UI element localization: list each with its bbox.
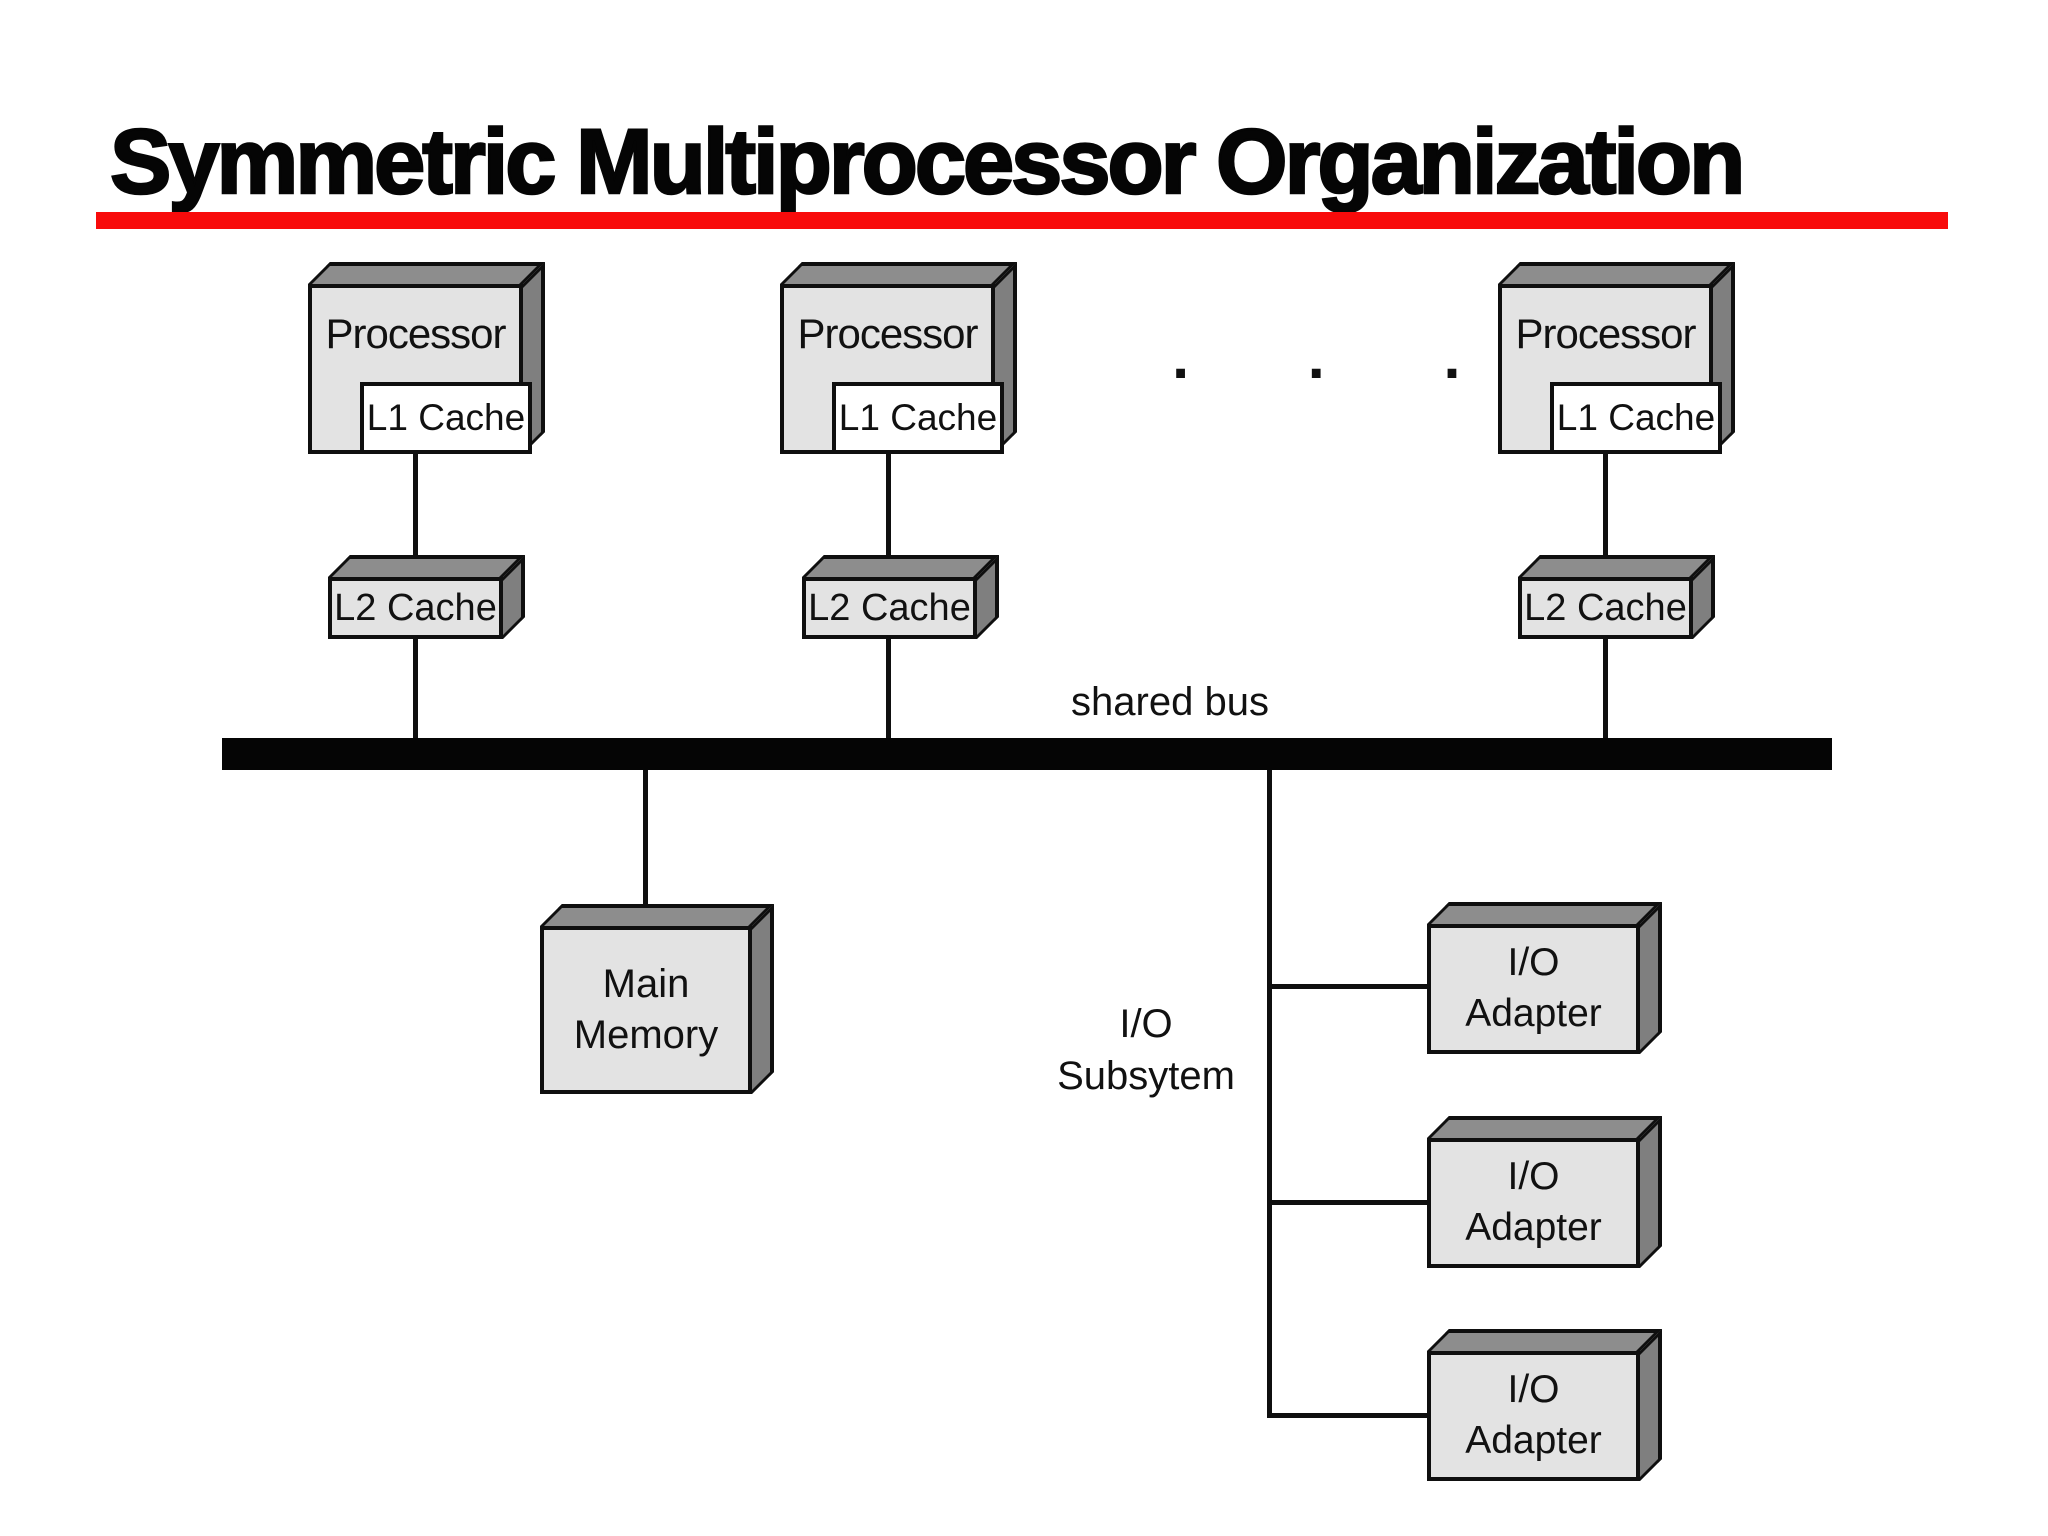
processor-label: Processor (325, 310, 506, 357)
connector-processor2-l2cache2 (886, 430, 891, 580)
main-memory-box: Main Memory (540, 904, 774, 1094)
shared-bus-bar (222, 738, 1832, 770)
shared-bus-label: shared bus (1071, 680, 1269, 724)
box-front-face (328, 577, 503, 639)
box-top-face (1427, 902, 1662, 924)
processor-box-2: Processor L1 Cache (780, 262, 1017, 454)
l2-cache-box-1: L2 Cache (328, 555, 525, 639)
more-processors-ellipsis: . . . (1172, 323, 1489, 392)
connector-l2cache3-bus (1603, 632, 1608, 742)
connector-trunk-io-adapter1 (1270, 984, 1427, 989)
box-front-face (802, 577, 977, 639)
io-adapter-label-line1: I/O (1507, 1155, 1560, 1199)
box-top-face (802, 555, 999, 577)
connector-processor1-l2cache1 (413, 430, 418, 580)
connector-processor3-l2cache3 (1603, 430, 1608, 580)
io-adapter-box-2: I/O Adapter (1427, 1116, 1662, 1268)
box-top-face (1427, 1116, 1662, 1138)
io-adapter-label-line1: I/O (1507, 941, 1560, 985)
box-side-face (1640, 902, 1662, 1054)
box-top-face (1427, 1329, 1662, 1351)
main-memory-label: Main Memory (540, 926, 752, 1094)
connector-trunk-io-adapter3 (1270, 1413, 1427, 1418)
title-underline-rule (96, 212, 1948, 229)
processor-label: Processor (797, 310, 978, 357)
l2-cache-box-3: L2 Cache (1518, 555, 1715, 639)
io-subsystem-label-line1: I/O (1119, 1002, 1173, 1046)
io-adapter-label-line1: I/O (1507, 1368, 1560, 1412)
box-front-face (540, 926, 752, 1094)
l2-cache-label: L2 Cache (334, 586, 497, 629)
processor-box-1: Processor L1 Cache (308, 262, 545, 454)
connector-l2cache2-bus (886, 632, 891, 742)
l2-cache-label: L2 Cache (808, 586, 971, 629)
processor-label: Processor (1515, 310, 1696, 357)
box-top-face (308, 262, 545, 284)
io-subsystem-label: I/O Subsytem (1026, 998, 1266, 1102)
box-top-face (1498, 262, 1735, 284)
l1-cache-box: L1 Cache (1550, 382, 1722, 454)
box-front-face (1427, 1138, 1640, 1268)
io-adapter-label-line2: Adapter (1465, 1419, 1602, 1462)
io-subsystem-trunk-line (1267, 766, 1272, 1418)
l1-cache-box: L1 Cache (832, 382, 1004, 454)
box-side-face (1640, 1116, 1662, 1268)
box-top-face (540, 904, 774, 926)
box-front-face (1518, 577, 1693, 639)
io-adapter-label-line2: Adapter (1465, 992, 1602, 1035)
box-top-face (780, 262, 1017, 284)
box-side-face (752, 904, 774, 1094)
io-adapter-label: I/O Adapter (1427, 1138, 1640, 1268)
connector-l2cache1-bus (413, 632, 418, 742)
l2-cache-box-2: L2 Cache (802, 555, 999, 639)
processor-box-3: Processor L1 Cache (1498, 262, 1735, 454)
box-top-face (328, 555, 525, 577)
connector-bus-main-memory (643, 766, 648, 916)
box-side-face (1640, 1329, 1662, 1481)
io-adapter-box-3: I/O Adapter (1427, 1329, 1662, 1481)
io-adapter-label: I/O Adapter (1427, 924, 1640, 1054)
connector-trunk-io-adapter2 (1270, 1200, 1427, 1205)
l2-cache-label: L2 Cache (1524, 586, 1687, 629)
io-adapter-label: I/O Adapter (1427, 1351, 1640, 1481)
box-front-face (1427, 1351, 1640, 1481)
io-subsystem-label-line2: Subsytem (1057, 1054, 1235, 1098)
l1-cache-box: L1 Cache (360, 382, 532, 454)
main-memory-label-line2: Memory (573, 1013, 719, 1057)
box-top-face (1518, 555, 1715, 577)
page-title: Symmetric Multiprocessor Organization (109, 111, 1747, 213)
io-adapter-box-1: I/O Adapter (1427, 902, 1662, 1054)
io-adapter-label-line2: Adapter (1465, 1206, 1602, 1249)
box-front-face (1427, 924, 1640, 1054)
main-memory-label-line1: Main (602, 961, 690, 1006)
